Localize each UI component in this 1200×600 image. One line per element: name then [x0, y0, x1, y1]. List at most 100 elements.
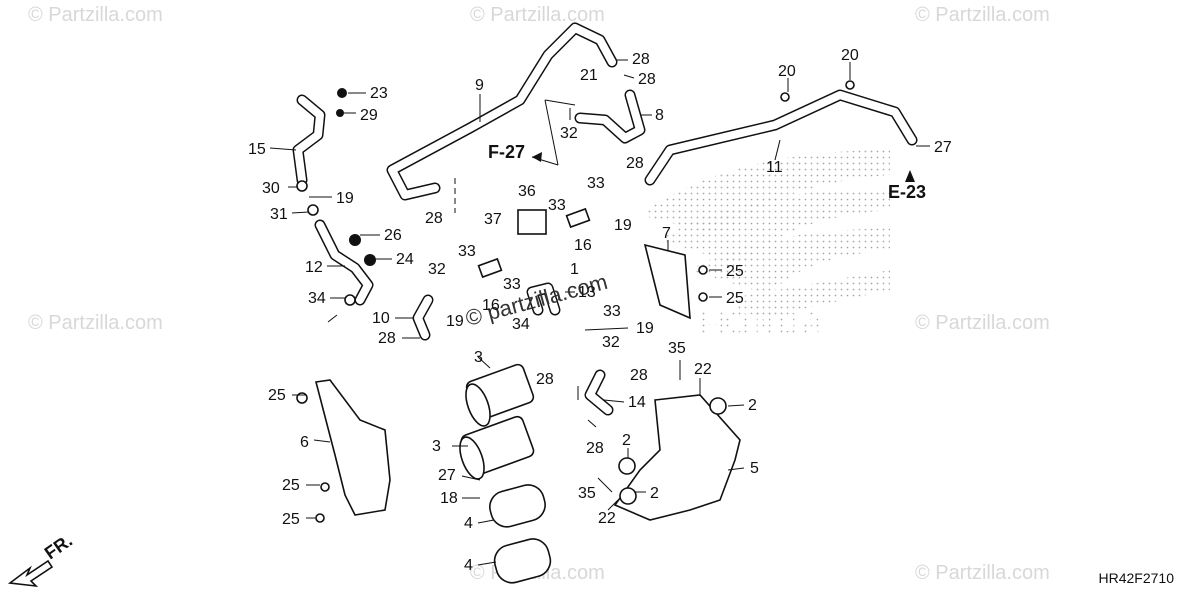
callout: 7	[662, 225, 671, 242]
canister-3-lower	[459, 415, 535, 480]
callout: 24	[396, 251, 414, 268]
screw-29	[336, 109, 344, 117]
callout: 28	[425, 210, 443, 227]
callout: 28	[632, 51, 650, 68]
clamp-34a	[344, 294, 356, 306]
callout: 20	[778, 63, 796, 80]
callout: 4	[464, 515, 473, 532]
callout: 26	[384, 227, 402, 244]
callout: 30	[262, 180, 280, 197]
callout: 28	[586, 440, 604, 457]
hose-16b	[477, 257, 503, 279]
callout: 32	[602, 334, 620, 351]
band-4-lower	[493, 538, 552, 584]
callout: 13	[578, 284, 596, 301]
callout: 4	[464, 557, 473, 574]
callout: 32	[428, 261, 446, 278]
callout: 20	[841, 47, 859, 64]
callout: 21	[580, 67, 598, 84]
callout: 27	[438, 467, 456, 484]
callout: 34	[308, 290, 326, 307]
arrow-e23	[905, 170, 915, 182]
callout: 25	[282, 511, 300, 528]
watermark: © Partzilla.com	[915, 4, 1050, 26]
clamp-30	[296, 180, 308, 192]
bracket-5	[613, 394, 741, 521]
callout: 35	[578, 485, 596, 502]
callout: 12	[305, 259, 323, 276]
clip-26	[349, 234, 361, 246]
callout: 16	[482, 297, 500, 314]
callout: 6	[300, 434, 309, 451]
callout: 19	[446, 313, 464, 330]
watermark: © Partzilla.com	[470, 4, 605, 26]
front-label: FR.	[41, 530, 76, 563]
watermark: © Partzilla.com	[28, 312, 163, 334]
callout: 37	[484, 211, 502, 228]
callout: 33	[548, 197, 566, 214]
callout: 31	[270, 206, 288, 223]
plate-7	[643, 243, 691, 320]
callout: 28	[630, 367, 648, 384]
bolt-25	[698, 265, 708, 275]
callout: 32	[560, 125, 578, 142]
callout: 8	[655, 107, 664, 124]
callout: 33	[603, 303, 621, 320]
callout: 19	[336, 190, 354, 207]
band-4-upper	[489, 484, 546, 528]
callout: 33	[587, 175, 605, 192]
callout: 33	[458, 243, 476, 260]
clip-24	[364, 254, 376, 266]
watermark: © Partzilla.com	[28, 4, 163, 26]
ref-e23: E-23	[888, 182, 926, 202]
clip-20	[780, 92, 790, 102]
clip-20	[845, 80, 855, 90]
valve-36	[517, 209, 547, 235]
rubber-2-b	[619, 487, 637, 505]
canister-3-upper	[465, 363, 535, 427]
callout: 36	[518, 183, 536, 200]
callout: 22	[598, 510, 616, 527]
callout: 28	[638, 71, 656, 88]
callout: 18	[440, 490, 458, 507]
callout: 2	[748, 397, 757, 414]
front-direction-indicator: FR.	[7, 530, 76, 588]
callout: 27	[934, 139, 952, 156]
callout: 1	[570, 261, 579, 278]
ref-f27: F-27	[488, 142, 525, 162]
callout: 25	[268, 387, 286, 404]
callout: 23	[370, 85, 388, 102]
honda-text: HONDA	[700, 305, 825, 343]
callout: 15	[248, 141, 266, 158]
hose-16a	[565, 207, 591, 229]
callout: 11	[766, 159, 783, 176]
clip-23	[337, 88, 347, 98]
leader-lines	[269, 59, 930, 566]
watermark: © Partzilla.com	[915, 312, 1050, 334]
callout-labels: 23 29 15 30 19 31 26 24 12 34 9 28 21 28…	[248, 47, 952, 574]
honda-wing-logo: HONDA	[640, 150, 890, 343]
callout: 3	[474, 349, 483, 366]
callout: 2	[622, 432, 631, 449]
callout: 9	[475, 77, 484, 94]
callout: 35	[668, 340, 686, 357]
callout: 28	[626, 155, 644, 172]
callout: 19	[636, 320, 654, 337]
callout: 25	[726, 263, 744, 280]
watermark: © Partzilla.com	[915, 562, 1050, 584]
clamp-31	[307, 204, 319, 216]
callout: 29	[360, 107, 378, 124]
callout: 22	[694, 361, 712, 378]
callout: 28	[378, 330, 396, 347]
callout: 10	[372, 310, 390, 327]
heat-guard-6	[315, 379, 391, 516]
callout: 3	[432, 438, 441, 455]
rubber-2-c	[709, 397, 727, 415]
bolt-25	[315, 513, 325, 523]
rubber-2-a	[618, 457, 636, 475]
callout: 14	[628, 394, 646, 411]
bolt-25	[320, 482, 330, 492]
callout: 5	[750, 460, 759, 477]
